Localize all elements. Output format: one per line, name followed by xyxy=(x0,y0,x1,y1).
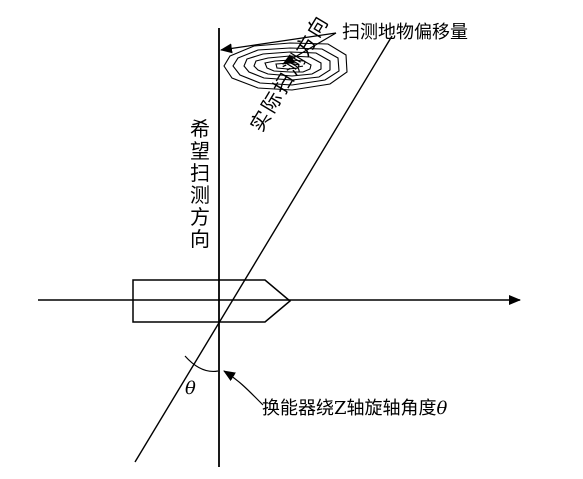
displaced-object-contours xyxy=(223,42,348,91)
rotation-label-group: 换能器绕Z轴旋轴角度θ xyxy=(262,400,447,418)
expected-direction-label: 希望扫测方向 xyxy=(190,117,210,251)
transducer-vessel xyxy=(132,279,292,323)
rotation-theta: θ xyxy=(436,398,448,419)
offset-arrow-to-contour xyxy=(282,32,337,65)
rotation-label-arrow xyxy=(223,370,264,406)
offset-label: 扫测地物偏移量 xyxy=(342,22,468,43)
actual-scan-line xyxy=(134,35,393,463)
rotation-label: 换能器绕Z轴旋轴角度 xyxy=(262,398,437,419)
rotation-angle-arc xyxy=(184,355,219,373)
theta-symbol: θ xyxy=(185,378,196,399)
offset-arrow-to-scan-line xyxy=(220,32,337,54)
